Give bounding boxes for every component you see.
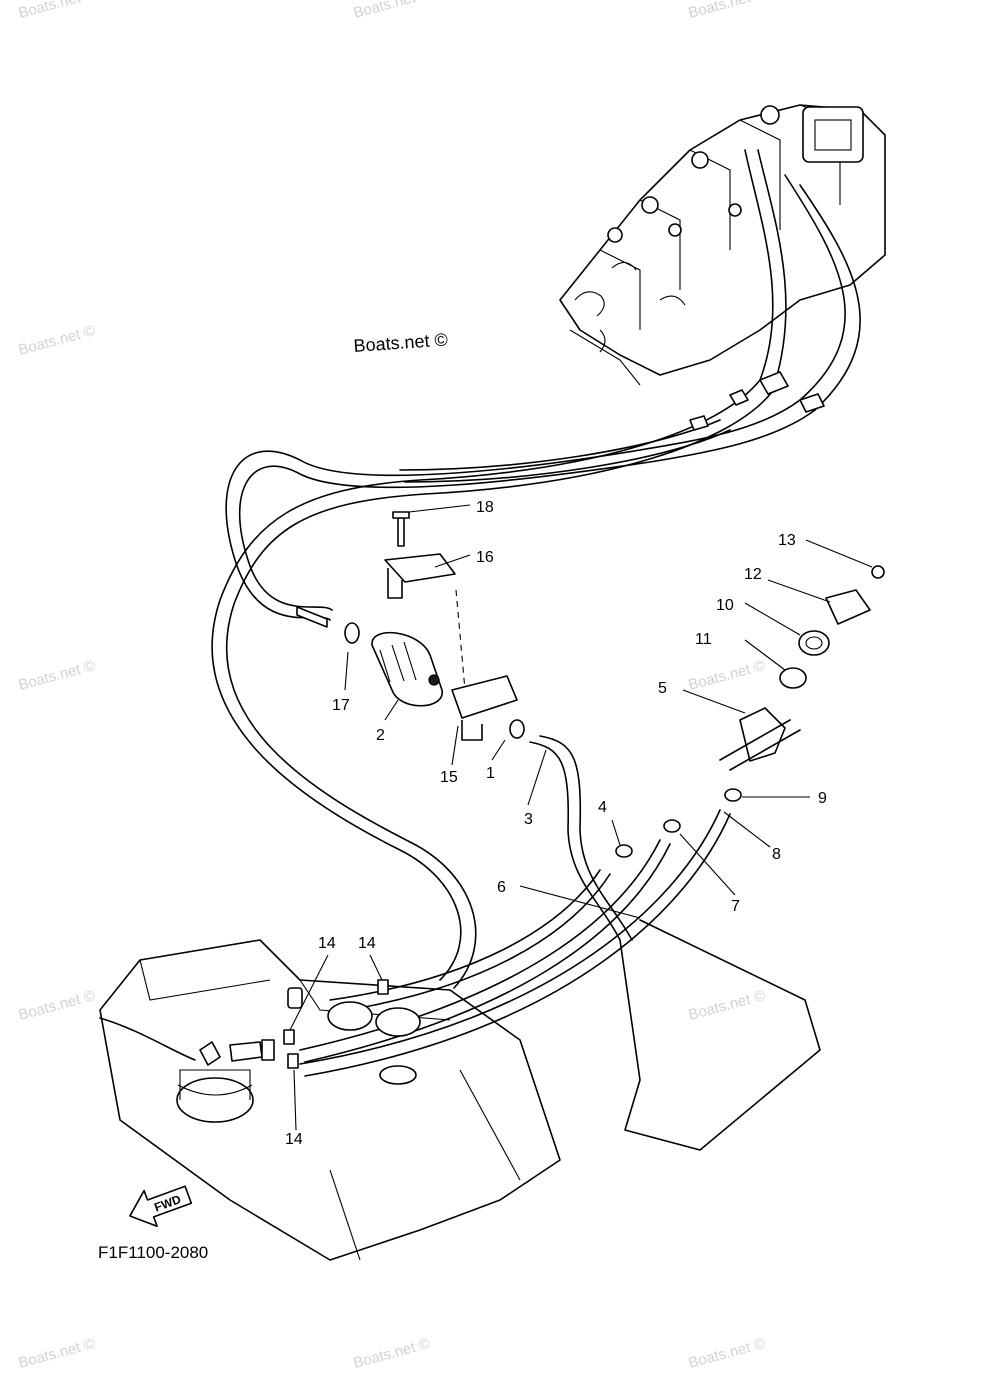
- tank-port: [327, 1001, 373, 1031]
- callout-5: 5: [658, 680, 667, 697]
- hose-clamp: [344, 622, 360, 644]
- callout-18: 18: [476, 499, 494, 516]
- fuel-cock: [739, 707, 786, 762]
- watermark: Boats.net ©: [687, 987, 767, 1024]
- fwd-arrow-icon: FWD: [129, 1185, 193, 1228]
- callout-14: 14: [285, 1131, 303, 1148]
- o-ring: [779, 667, 807, 689]
- callout-14: 14: [358, 935, 376, 952]
- fuel-filter: [371, 631, 443, 707]
- clip: [724, 788, 742, 802]
- engine-carburetor-assembly: [559, 104, 886, 386]
- leader-lines: [289, 504, 873, 1131]
- callout-6: 6: [497, 879, 506, 896]
- fuel-filter-assembly: [296, 511, 633, 941]
- watermark: Boats.net ©: [17, 987, 97, 1024]
- callouts: 18 16 17 2 15 1 3 4 5 11 10 12 13 9 8 7 …: [285, 499, 827, 1148]
- callout-11: 11: [695, 631, 712, 648]
- clamp: [287, 1053, 299, 1069]
- knob: [825, 589, 871, 625]
- callout-14: 14: [318, 935, 336, 952]
- callout-12: 12: [744, 566, 762, 583]
- clamp: [283, 1029, 295, 1045]
- callout-16: 16: [476, 549, 494, 566]
- filter-holder: [451, 675, 518, 741]
- fuel-sender: [176, 1077, 254, 1123]
- watermark: Boats.net ©: [352, 1335, 432, 1372]
- watermark: Boats.net ©: [17, 1335, 97, 1372]
- hose-clamp: [509, 719, 525, 739]
- callout-7: 7: [731, 898, 740, 915]
- watermark: Boats.net ©: [17, 322, 97, 359]
- tank-fitting: [287, 987, 303, 1009]
- watermark: Boats.net ©: [17, 657, 97, 694]
- clip: [663, 819, 681, 833]
- callout-10: 10: [716, 597, 734, 614]
- callout-3: 3: [524, 811, 533, 828]
- callout-2: 2: [376, 727, 385, 744]
- callout-13: 13: [778, 532, 796, 549]
- hose-fitting: [296, 606, 328, 628]
- fuel-hoses: [211, 149, 861, 989]
- filter-bracket: [384, 553, 456, 599]
- callout-8: 8: [772, 846, 781, 863]
- watermark: Boats.net ©: [17, 0, 97, 22]
- callout-4: 4: [598, 799, 607, 816]
- callout-17: 17: [332, 697, 350, 714]
- callout-1: 1: [486, 765, 495, 782]
- watermark: Boats.net ©: [687, 1335, 767, 1372]
- clamp: [377, 979, 389, 995]
- diagram-code: F1F1100-2080: [98, 1243, 208, 1262]
- clip: [615, 844, 633, 858]
- fuel-tank: [99, 919, 821, 1261]
- callout-15: 15: [440, 769, 458, 786]
- tank-port: [375, 1007, 421, 1037]
- screw: [871, 565, 885, 579]
- bolt: [397, 517, 405, 547]
- watermark: Boats.net ©: [352, 0, 432, 22]
- watermark: Boats.net ©: [687, 657, 767, 694]
- credit-text: Boats.net ©: [353, 329, 448, 356]
- callout-9: 9: [818, 790, 827, 807]
- watermark: Boats.net ©: [687, 0, 767, 22]
- grommet: [798, 630, 830, 656]
